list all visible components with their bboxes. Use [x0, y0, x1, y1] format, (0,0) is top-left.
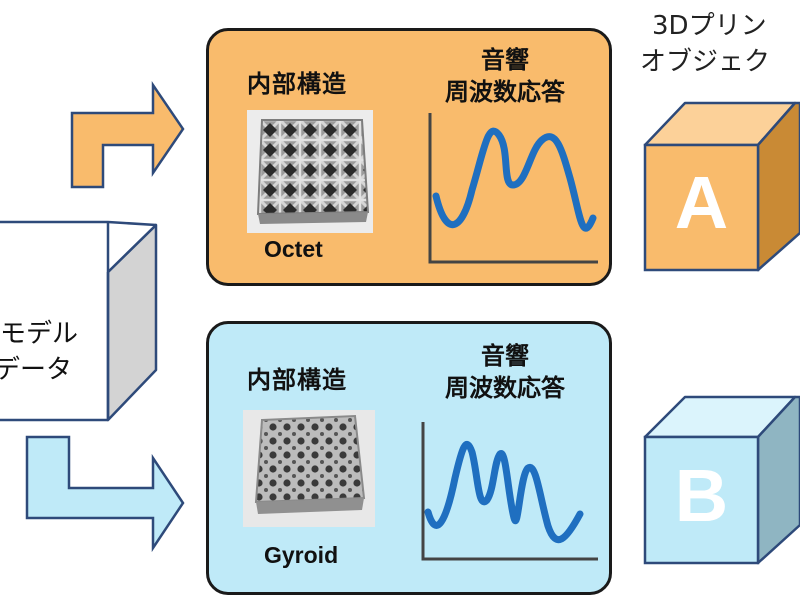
- arrow-to-panel-a: [70, 80, 185, 189]
- printed-object-line2: オブジェク: [640, 47, 771, 77]
- panel-b-structure-name: Gyroid: [264, 542, 339, 568]
- model-data-line1: モデル: [0, 319, 79, 349]
- panel-a-response-label: 音響 周波数応答: [425, 44, 585, 108]
- panel-a-structure-name: Octet: [264, 236, 323, 262]
- gyroid-structure-photo: [243, 410, 375, 527]
- panel-b-response-line1: 音響: [481, 342, 529, 370]
- panel-a-response-line1: 音響: [481, 46, 529, 74]
- panel-b-response-line2: 周波数応答: [445, 374, 565, 402]
- response-chart-b: [421, 422, 598, 561]
- model-data-box: [0, 220, 158, 422]
- chart-a-curve: [432, 127, 597, 232]
- printed-object-line1: 3Dプリン: [652, 11, 767, 41]
- printed-object-label: 3Dプリン オブジェク: [640, 8, 770, 80]
- arrow-to-panel-b: [25, 435, 185, 553]
- cube-a-letter: A: [674, 161, 729, 244]
- panel-a-structure-label: 内部構造: [247, 70, 347, 98]
- panel-b-response-label: 音響 周波数応答: [425, 340, 585, 404]
- cube-b-letter: B: [674, 454, 729, 537]
- cube-a: [643, 101, 800, 272]
- chart-b-axes: [421, 422, 598, 561]
- chart-a-axes: [428, 113, 598, 264]
- chart-b-curve: [424, 441, 584, 543]
- model-data-line2: データ: [0, 355, 73, 385]
- octet-structure-photo: [247, 110, 373, 233]
- response-chart-a: [428, 113, 598, 264]
- model-data-label: モデル データ: [0, 316, 78, 388]
- cube-b: [643, 395, 800, 565]
- panel-b-structure-label: 内部構造: [247, 366, 347, 394]
- panel-a-response-line2: 周波数応答: [445, 78, 565, 106]
